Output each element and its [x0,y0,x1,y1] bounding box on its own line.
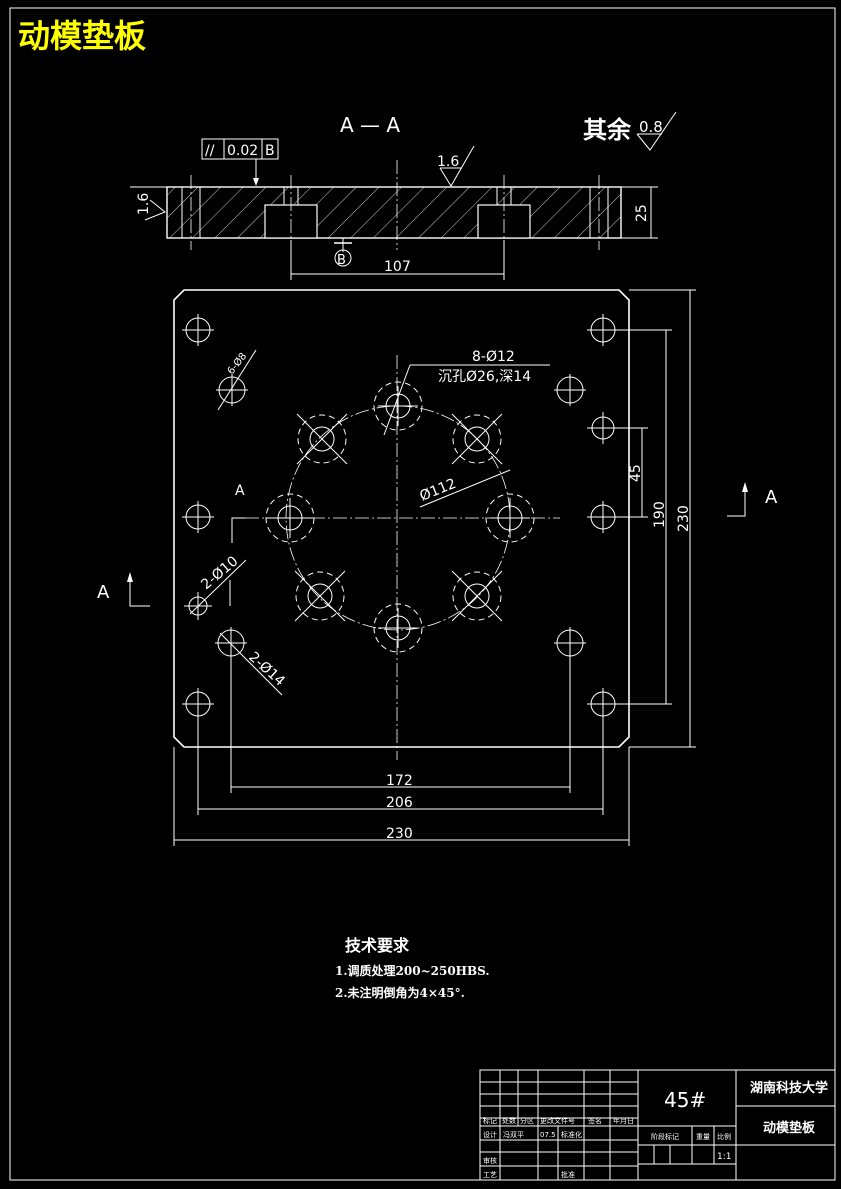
callout-pcd-label: Ø112 [418,476,459,505]
section-view [166,160,622,250]
tolerance-symbol: // [205,143,215,159]
roughness-top-value: 1.6 [437,154,459,170]
corner-holes [182,314,619,720]
tolerance-frame: // 0.02 B [201,138,279,186]
dim-206: 206 [197,716,604,815]
callout-pin-holes: 2-Ø14 [219,632,288,696]
dim-172: 172 [230,656,571,793]
callout-pin-holes-label: 2-Ø14 [245,649,288,690]
callout-8-holes: 8-Ø12 沉孔Ø26,深14 [383,349,550,436]
counterbore-hole-icon [373,603,423,653]
tb-r8: 比例 [717,1132,731,1141]
dim-107-label: 107 [384,259,411,275]
callout-holes-8: 8-Ø12 [472,349,515,365]
dim-190-label: 190 [652,501,668,528]
title-block: 标记 处数 分区 更改文件号 签名 年月日 设计 冯双平 07.5 标准化 审核… [479,1069,836,1181]
datum-b-label: B [337,253,346,268]
counterbore-hole-icon [294,570,346,622]
roughness-other-symbol: 其余 0.8 [583,111,677,151]
tb-material: 45# [664,1088,706,1112]
counterbore-hole-icon [451,570,503,622]
roughness-left: 1.6 [130,186,167,221]
tb-r1: 设计 [483,1130,497,1139]
roughness-other-label: 其余 [583,116,632,144]
tb-h2: 处数 [502,1116,516,1125]
callout-counterbore: 沉孔Ø26,深14 [438,369,531,385]
cut-mark-left: A [97,572,150,607]
tech-heading: 技术要求 [345,936,410,955]
counterbore-hole-icon [296,413,348,465]
dim-230-vertical: 230 [629,289,696,748]
dim-206-label: 206 [386,795,413,811]
section-label: A — A [340,113,400,137]
tb-h1: 标记 [483,1116,497,1125]
roughness-left-value: 1.6 [136,193,152,215]
roughness-top: 1.6 [437,145,475,187]
dim-230-vertical-label: 230 [676,505,692,532]
counterbore-hole-icon [485,493,535,543]
tb-date: 07.5 [540,1131,556,1139]
cut-mark-right-label: A [765,487,778,508]
callout-corner-hole-label: 6-Ø8 [225,350,249,376]
counterbored-holes [265,381,535,653]
cut-line-a-label: A [235,483,245,499]
tech-requirements: 技术要求 1.调质处理200~250HBS. 2.未注明倒角为4×45°. [335,936,490,1000]
tb-r2: 标准化 [561,1130,582,1139]
dim-230-horizontal: 230 [173,747,630,846]
dim-190: 190 [615,329,672,705]
dim-45: 45 [615,427,648,518]
dim-25: 25 [621,186,658,239]
tb-r3: 审核 [483,1156,497,1165]
dim-45-label: 45 [628,464,644,482]
tb-scale: 1:1 [717,1152,731,1162]
drawing-title: 动模垫板 [18,17,146,55]
tb-r4: 工艺 [483,1171,497,1179]
cut-mark-left-label: A [97,582,110,603]
tolerance-datum: B [265,143,275,159]
tb-part: 动模垫板 [763,1120,816,1136]
datum-b: B [334,238,352,268]
callout-pcd: Ø112 [418,469,511,508]
drawing-frame [9,7,836,1181]
tech-line-2: 2.未注明倒角为4×45°. [335,985,465,1000]
tb-school: 湖南科技大学 [750,1080,828,1096]
tb-r7: 重量 [696,1133,710,1141]
dim-172-label: 172 [386,773,413,789]
tb-design-name: 冯双平 [503,1131,524,1139]
dim-25-label: 25 [634,204,650,222]
cut-mark-right: A [727,482,778,517]
dim-107: 107 [290,240,505,280]
cut-line-a: A [229,483,245,606]
callout-small-holes-label: 2-Ø10 [198,553,241,593]
tb-h5: 签名 [588,1116,602,1125]
tb-h6: 年月日 [613,1116,634,1125]
dim-230-horizontal-label: 230 [386,826,413,842]
tolerance-value: 0.02 [227,143,258,159]
roughness-other-value: 0.8 [639,118,663,136]
tb-r6: 阶段标记 [651,1132,679,1141]
tech-line-1: 1.调质处理200~250HBS. [335,963,490,978]
counterbore-hole-icon [451,413,503,465]
counterbore-hole-icon [265,493,315,543]
tb-h3: 分区 [520,1116,534,1125]
tb-h4: 更改文件号 [540,1116,575,1125]
tb-r5: 批准 [561,1170,575,1179]
counterbore-hole-icon [373,381,423,431]
